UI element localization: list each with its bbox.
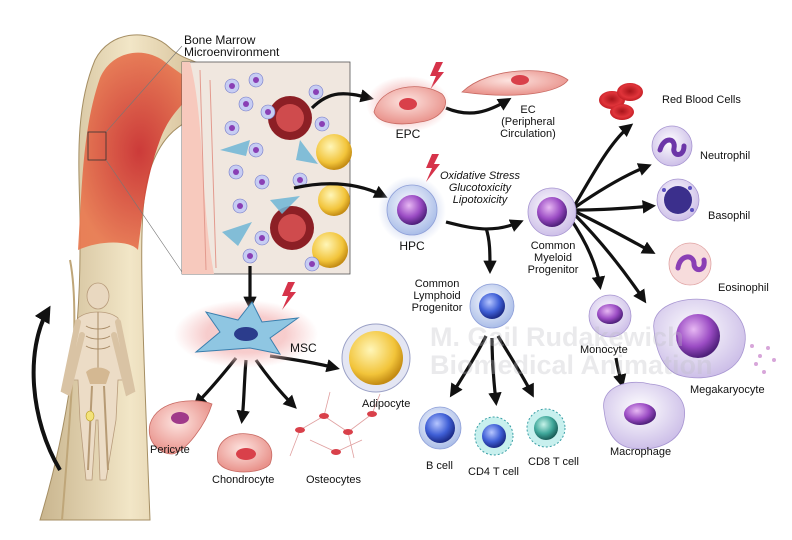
- chondrocyte-cell: [217, 433, 273, 473]
- msc-cell: [174, 300, 318, 368]
- stress-label: Oxidative Stress Glucotoxicity Lipotoxic…: [439, 170, 521, 206]
- watermark-line-1: M. Gail Rudakewich: [430, 322, 684, 352]
- cmp-label: Common Myeloid Progenitor: [527, 240, 579, 276]
- cmp-cell: [527, 187, 577, 237]
- basophil-cell: [656, 178, 700, 222]
- epc-cell: [366, 76, 450, 132]
- epc-label: EPC: [395, 127, 421, 141]
- ec-cell: [461, 70, 569, 96]
- rbc-label: Red Blood Cells: [662, 94, 741, 106]
- msc-label: MSC: [290, 341, 317, 355]
- osteocytes-network: [289, 391, 381, 459]
- ec-label: EC (Peripheral Circulation): [500, 104, 556, 140]
- basophil-label: Basophil: [708, 210, 751, 222]
- title-label: Bone Marrow Microenvironment: [184, 33, 280, 59]
- neutrophil-cell: [651, 125, 693, 167]
- red-blood-cells: [599, 83, 643, 120]
- b-cell: [418, 406, 462, 450]
- marrow-inset: [181, 61, 352, 275]
- cd4-t-cell: [474, 416, 514, 456]
- megakaryocyte-cell: [653, 298, 776, 379]
- pericyte-cell: [148, 400, 213, 455]
- monocyte-label: Monocyte: [580, 344, 628, 356]
- adipocyte-label: Adipocyte: [362, 398, 411, 410]
- neutrophil-label: Neutrophil: [700, 150, 751, 162]
- cd8-t-cell: [526, 408, 566, 448]
- hpc-cell: [378, 176, 446, 244]
- megakaryocyte-label: Megakaryocyte: [690, 384, 765, 396]
- watermark-line-2: Biomedical Animation: [430, 350, 713, 380]
- clp-label: Common Lymphoid Progenitor: [411, 278, 463, 314]
- macrophage-cell: [603, 381, 686, 450]
- b-cell-label: B cell: [426, 460, 453, 472]
- human-skeleton-figure: [60, 282, 136, 481]
- pericyte-label: Pericyte: [150, 444, 190, 456]
- adipocyte-cell: [341, 323, 411, 393]
- osteocytes-label: Osteocytes: [306, 474, 362, 486]
- marrow-zoom-box: [87, 131, 107, 161]
- chondrocyte-label: Chondrocyte: [212, 474, 275, 486]
- eosinophil-cell: [668, 242, 712, 286]
- macrophage-label: Macrophage: [610, 446, 672, 458]
- cd4-label: CD4 T cell: [468, 466, 519, 478]
- cd8-label: CD8 T cell: [528, 456, 579, 468]
- hpc-label: HPC: [399, 239, 425, 253]
- monocyte-cell: [588, 294, 632, 338]
- clp-cell: [469, 283, 515, 329]
- eosinophil-label: Eosinophil: [718, 282, 769, 294]
- bone-origin-arrow: [31, 305, 62, 472]
